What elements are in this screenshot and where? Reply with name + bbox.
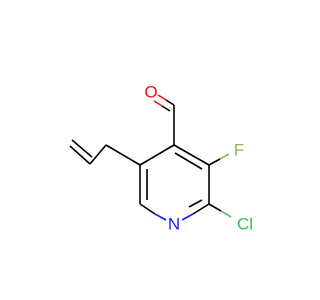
bond-allyl-double-second — [71, 139, 93, 158]
chlorine-label: Cl — [237, 215, 253, 234]
bond-n-c6 — [154, 213, 167, 221]
molecule-structure: O F N Cl — [69, 83, 253, 234]
bond-c5-cl-hetero — [220, 210, 232, 218]
bond-cho-o-second-hetero — [153, 100, 163, 107]
bond-allyl-ch — [89, 144, 107, 165]
bond-c3-c4-inner — [174, 152, 203, 170]
bond-c5-n-hetero — [181, 213, 194, 221]
bond-c5-cl — [208, 203, 222, 212]
bond-c5-n-inner — [188, 199, 203, 208]
nitrogen-label: N — [168, 215, 180, 234]
bond-c1-c2 — [139, 144, 175, 166]
bond-c3-c4 — [173, 144, 210, 166]
bond-c4-f — [208, 158, 221, 166]
bond-n-c6-carbon — [139, 203, 156, 215]
bond-c6-allyl — [105, 144, 141, 166]
bond-cho-o — [165, 99, 175, 106]
oxygen-label: O — [144, 83, 157, 102]
bond-c5-n — [192, 203, 210, 215]
bond-allyl-double — [69, 145, 91, 165]
bond-c4-f-hetero — [219, 153, 230, 160]
fluorine-label: F — [234, 141, 244, 160]
bond-cho-o-second — [161, 105, 171, 112]
bond-cho-o-hetero — [157, 94, 167, 101]
